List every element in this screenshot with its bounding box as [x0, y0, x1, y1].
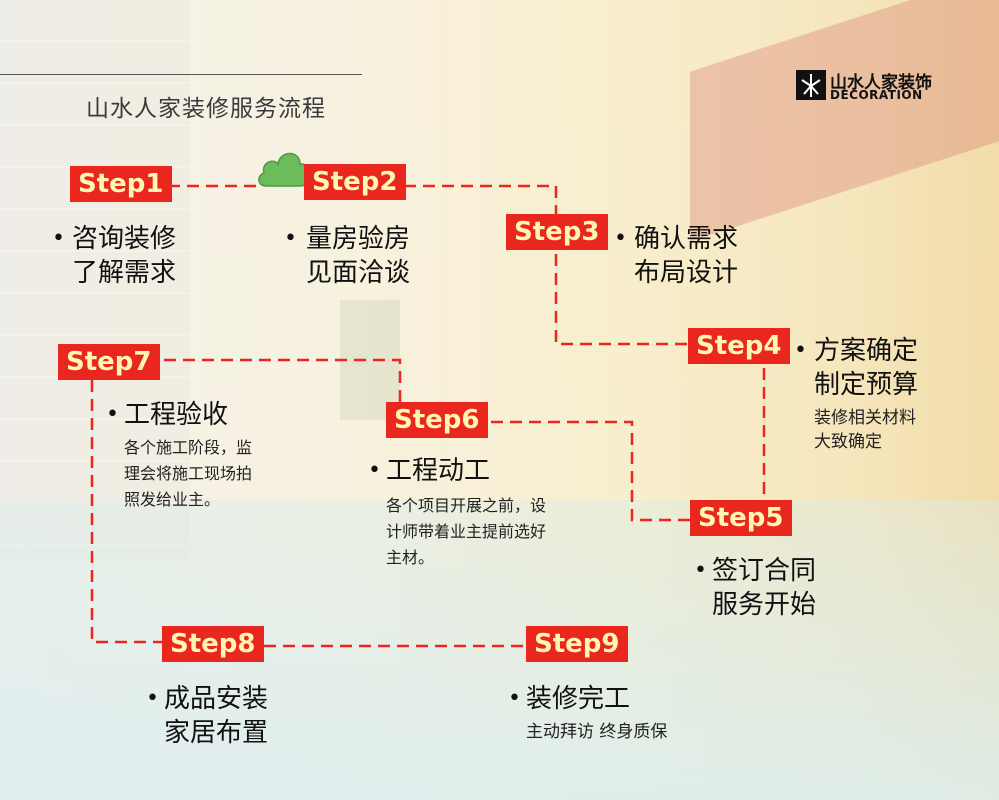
- step-9-line-1: 装修完工: [526, 684, 631, 714]
- step-8-badge: Step8: [162, 626, 264, 662]
- step-4-line-1: 方案确定: [814, 336, 919, 366]
- step-8-bullet: •: [146, 686, 159, 711]
- step-6-note-2: 计师带着业主提前选好: [386, 522, 547, 541]
- step-8-line-1: 成品安装: [164, 684, 269, 714]
- background-wall: [0, 0, 190, 560]
- step-7-badge: Step7: [58, 344, 160, 380]
- step-6-badge: Step6: [386, 402, 488, 438]
- step-5-line-1: 签订合同: [712, 556, 817, 586]
- step-9-note-1: 主动拜访 终身质保: [526, 722, 668, 742]
- step-3-line-1: 确认需求: [634, 224, 739, 254]
- step-7-note-3: 照发给业主。: [124, 490, 221, 509]
- step-4-line-2: 制定预算: [814, 370, 919, 400]
- step-1-badge: Step1: [70, 166, 172, 202]
- step-2-badge: Step2: [304, 164, 406, 200]
- step-2-bullet: •: [284, 226, 297, 251]
- step-4-badge: Step4: [688, 328, 790, 364]
- step-7-line-1: 工程验收: [124, 400, 229, 430]
- step-7-bullet: •: [106, 402, 119, 427]
- step-3-line-2: 布局设计: [634, 258, 739, 288]
- step-5-line-2: 服务开始: [712, 590, 817, 620]
- logo-mark-icon: [796, 70, 826, 100]
- step-9-badge: Step9: [526, 626, 628, 662]
- title-rule: [0, 74, 362, 75]
- logo-text-en: DECORATION: [830, 88, 923, 102]
- step-6-note-1: 各个项目开展之前，设: [386, 496, 547, 515]
- step-1-bullet: •: [52, 226, 65, 251]
- step-8-line-2: 家居布置: [164, 718, 269, 748]
- step-4-bullet: •: [794, 338, 807, 363]
- step-6-bullet: •: [368, 458, 381, 483]
- step-5-badge: Step5: [690, 500, 792, 536]
- step-6-line-1: 工程动工: [386, 456, 491, 486]
- step-3-badge: Step3: [506, 214, 608, 250]
- step-2-line-1: 量房验房: [306, 224, 411, 254]
- step-5-bullet: •: [694, 558, 707, 583]
- connector-6-7: [158, 358, 402, 402]
- page-title: 山水人家装修服务流程: [86, 96, 326, 122]
- connector-7-8: [90, 380, 164, 644]
- step-3-bullet: •: [614, 226, 627, 251]
- connector-5-6: [486, 420, 690, 522]
- step-6-note-3: 主材。: [386, 548, 435, 567]
- background-door: [340, 300, 400, 420]
- step-7-note-1: 各个施工阶段，监: [124, 438, 253, 457]
- connector-3-4: [554, 254, 690, 346]
- step-2-line-2: 见面洽谈: [306, 258, 411, 288]
- step-1-line-1: 咨询装修: [72, 224, 177, 254]
- step-4-note-1: 装修相关材料: [814, 408, 916, 428]
- step-9-bullet: •: [508, 686, 521, 711]
- brand-logo: 山水人家装饰 DECORATION: [796, 70, 946, 106]
- step-1-line-2: 了解需求: [72, 258, 177, 288]
- connector-2-3: [404, 184, 558, 214]
- step-4-note-2: 大致确定: [814, 432, 882, 452]
- logo-text-cn: 山水人家装饰: [830, 73, 932, 93]
- step-7-note-2: 理会将施工现场拍: [124, 464, 253, 483]
